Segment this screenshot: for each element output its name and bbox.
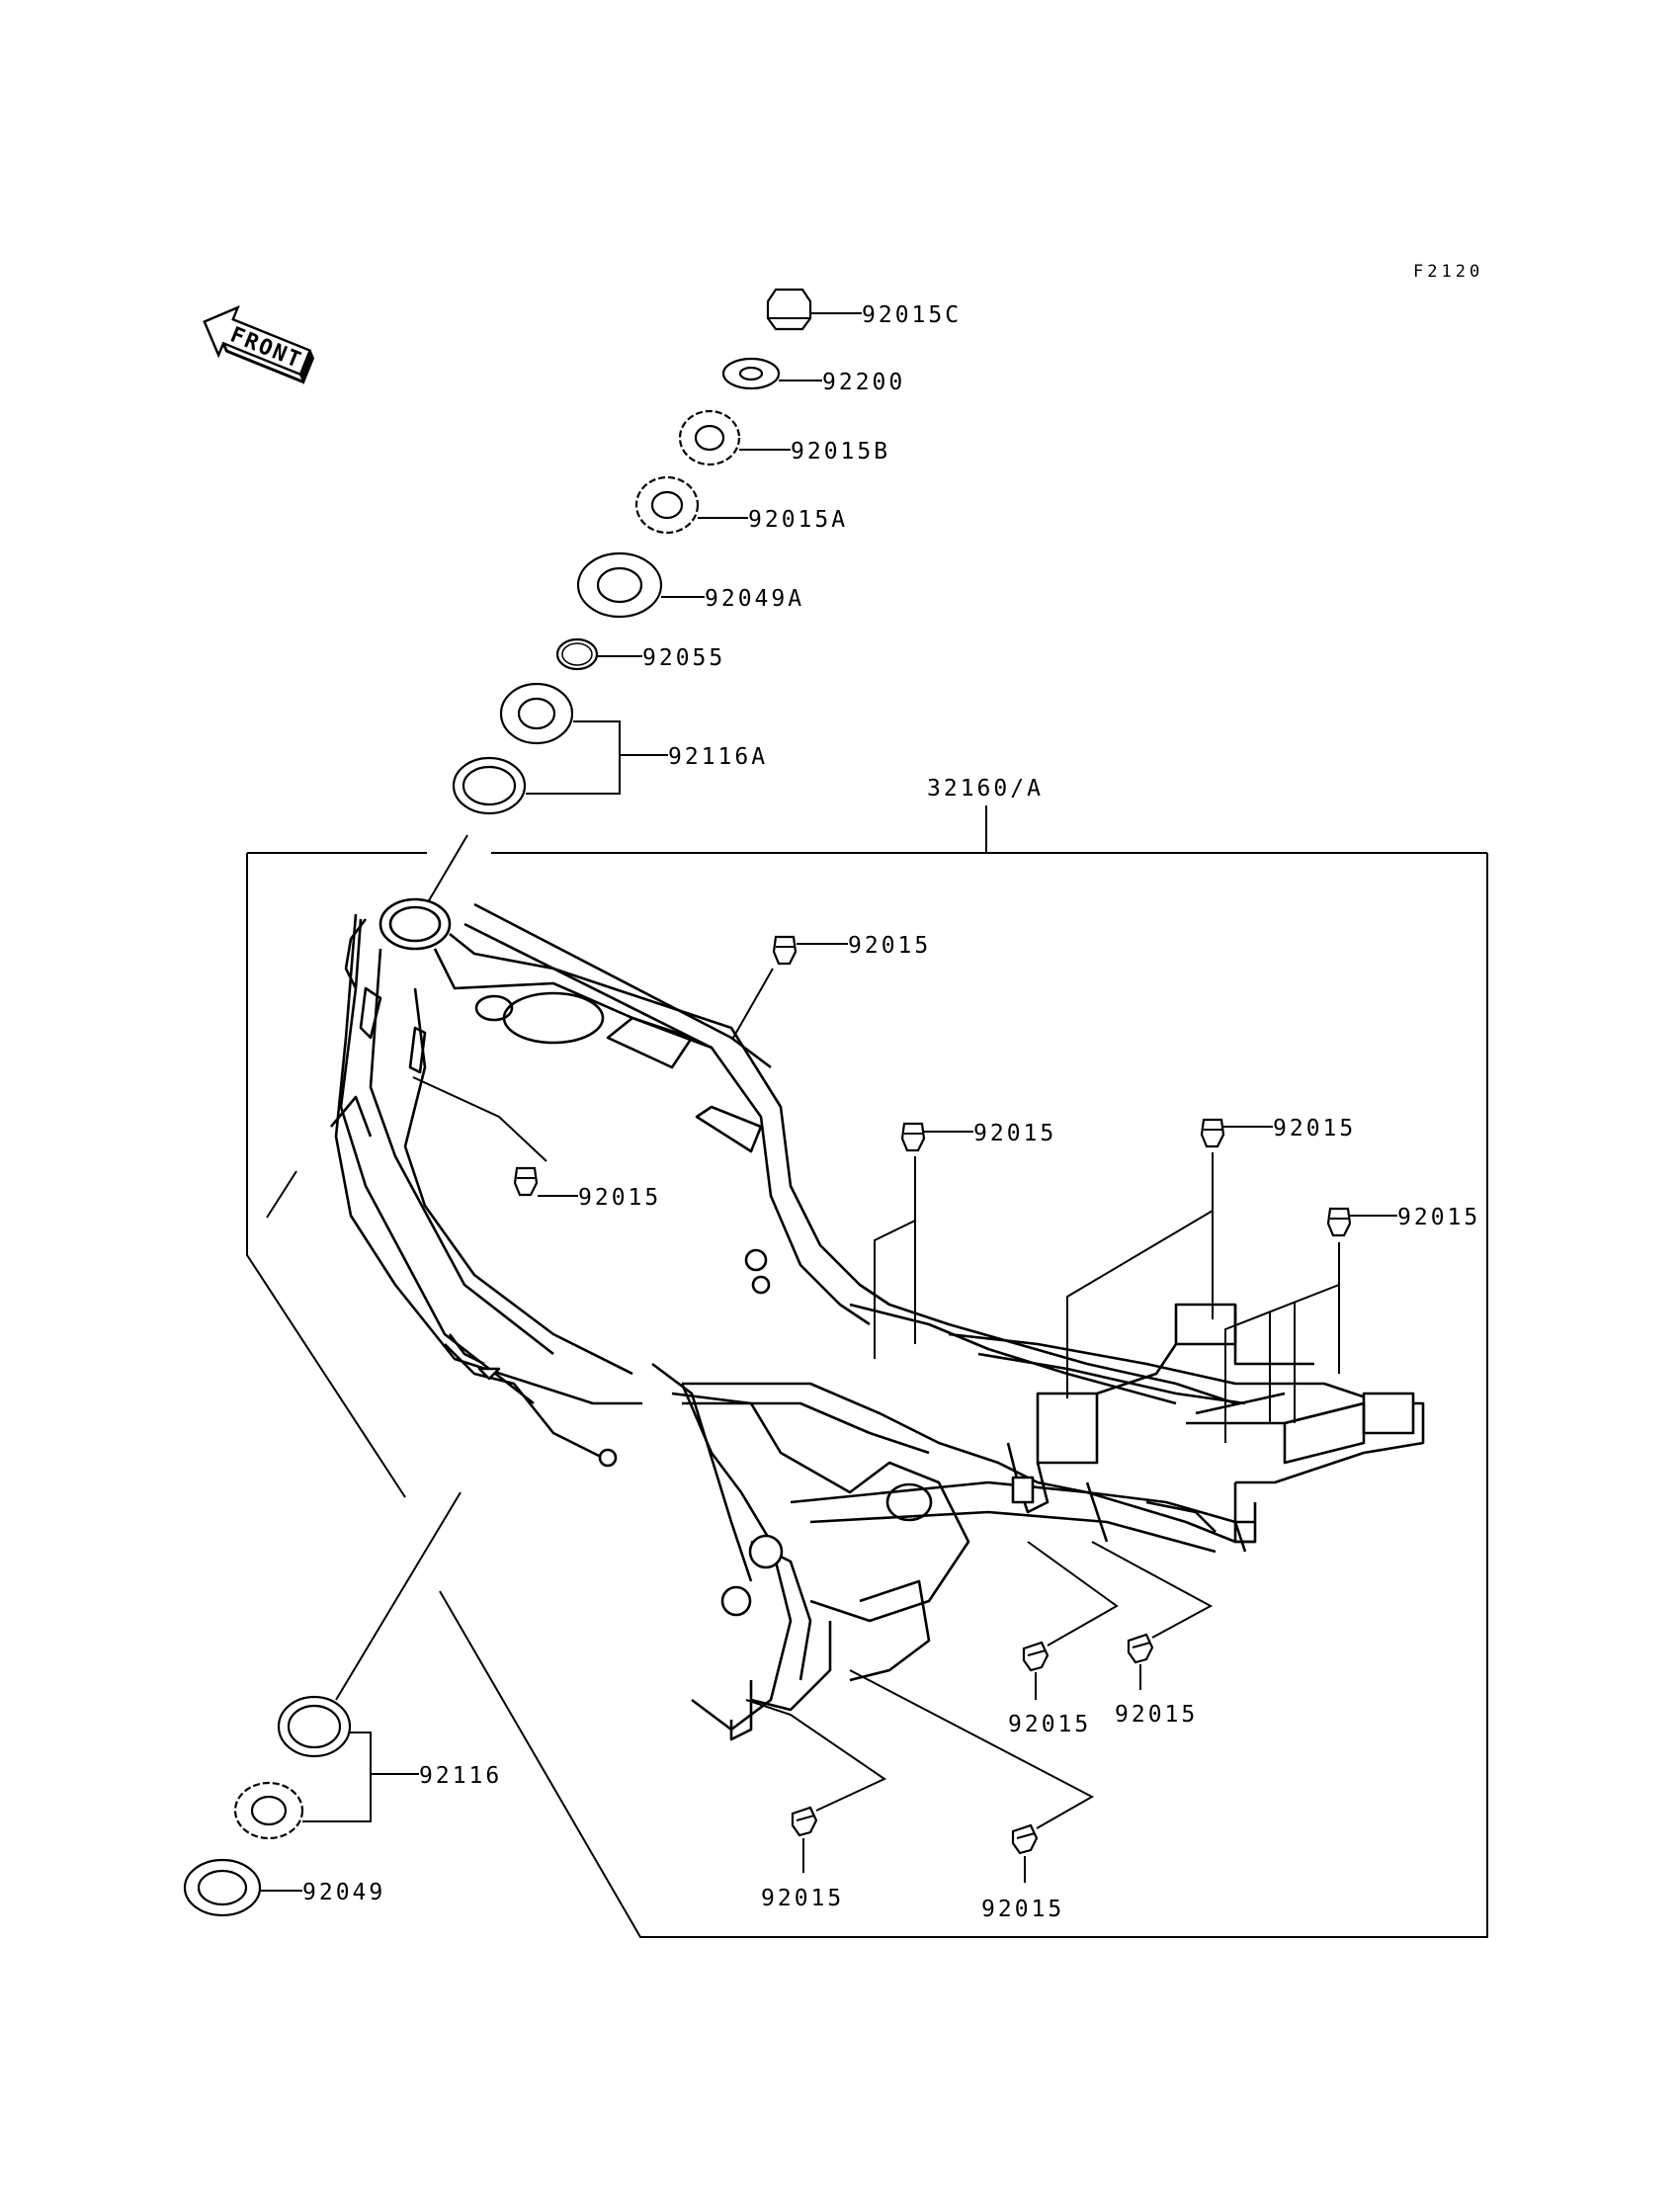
label-bolt-6: 92015	[1008, 1712, 1091, 1737]
bolt-92015-6[interactable]: 92015	[1008, 1541, 1119, 1737]
part-92049[interactable]: 92049	[183, 1858, 385, 1917]
label-bolt-3: 92015	[973, 1121, 1056, 1146]
label-bolt-1: 92015	[848, 933, 931, 959]
label-92116: 92116	[419, 1763, 502, 1789]
label-92015C: 92015C	[862, 302, 962, 328]
front-arrow: FRONT	[203, 304, 315, 385]
label-92015A: 92015A	[748, 507, 848, 533]
bolt-92015-1[interactable]: 92015	[732, 933, 931, 1039]
part-92015B[interactable]: 92015B	[678, 409, 890, 466]
label-32160A: 32160/A	[927, 776, 1044, 802]
diagram-code: F2120	[1413, 262, 1483, 282]
bolt-92015-9[interactable]: 92015	[849, 1669, 1095, 1922]
part-92116[interactable]: 92116	[233, 1695, 502, 1840]
bolt-92015-8[interactable]: 92015	[745, 1699, 887, 1911]
part-92055[interactable]: 92055	[555, 637, 725, 671]
label-bolt-2: 92015	[578, 1185, 661, 1211]
part-92116A[interactable]: 92116A	[452, 682, 768, 815]
label-92015B: 92015B	[791, 439, 890, 465]
label-bolt-9: 92015	[981, 1897, 1064, 1922]
assembly-32160A[interactable]: 32160/A	[246, 776, 1488, 1938]
label-bolt-4: 92015	[1273, 1116, 1356, 1141]
label-bolt-7: 92015	[1115, 1702, 1198, 1728]
part-92200[interactable]: 92200	[721, 357, 905, 395]
label-bolt-8: 92015	[761, 1886, 844, 1911]
bolt-92015-4[interactable]: 92015	[1066, 1116, 1356, 1398]
part-92015A[interactable]: 92015A	[634, 475, 848, 535]
part-92015C[interactable]: 92015C	[766, 288, 962, 331]
bolt-92015-3[interactable]: 92015	[874, 1121, 1056, 1359]
label-92200: 92200	[822, 370, 905, 395]
label-92116A: 92116A	[668, 744, 768, 770]
label-92049: 92049	[302, 1880, 385, 1905]
label-bolt-5: 92015	[1397, 1205, 1480, 1230]
bolt-92015-5[interactable]: 92015	[1224, 1205, 1480, 1443]
frame-illustration	[330, 897, 1425, 1741]
label-92055: 92055	[642, 645, 725, 671]
label-92049A: 92049A	[705, 586, 804, 612]
bolt-92015-2[interactable]: 92015	[412, 1076, 661, 1211]
part-92049A[interactable]: 92049A	[576, 551, 804, 619]
bolt-92015-7[interactable]: 92015	[1091, 1541, 1214, 1728]
